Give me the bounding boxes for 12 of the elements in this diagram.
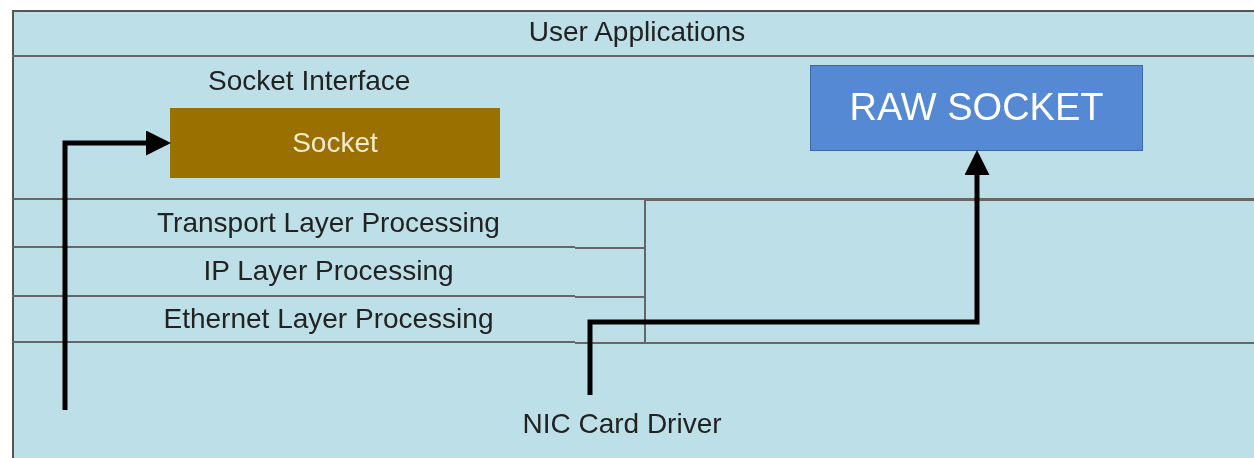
socket-box	[170, 108, 500, 178]
layer-label: User Applications	[528, 16, 746, 49]
layer-label: IP Layer Processing	[203, 255, 454, 288]
arrow	[587, 150, 990, 395]
layer-label: RAW SOCKET	[849, 86, 1104, 130]
arrow	[62, 130, 171, 410]
layer-heading: Socket Interface	[208, 64, 411, 98]
layer-label: Ethernet Layer Processing	[163, 302, 494, 336]
raw-socket-box	[810, 65, 1143, 151]
layer-label: NIC Card Driver	[522, 407, 722, 440]
layer-label: Transport Layer Processing	[157, 206, 500, 240]
layer-label: Socket	[292, 126, 378, 160]
